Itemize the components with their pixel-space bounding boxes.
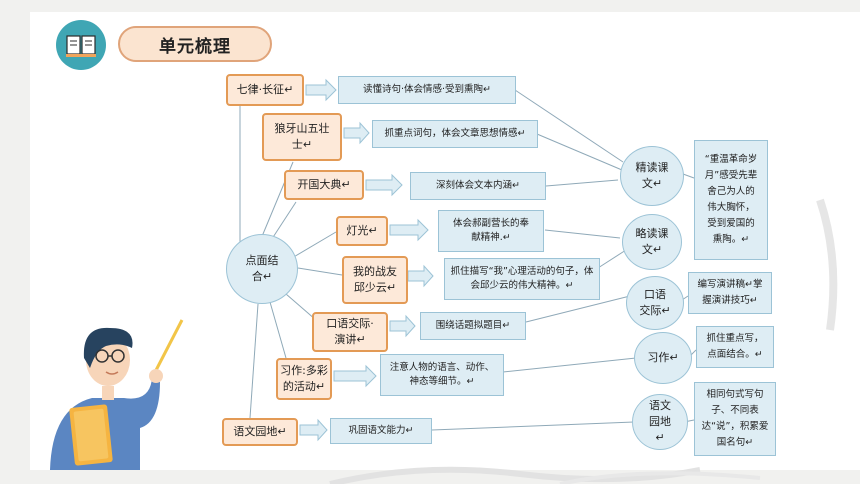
hub-dianmian-jiehe: 点面结合↵: [226, 234, 298, 304]
lesson-langyashan: 狼牙山五壮士↵: [262, 113, 342, 161]
logo-badge: [56, 20, 106, 70]
lesson-yuwen-yuandi: 语文园地↵: [222, 418, 298, 446]
detail-qilv-changzheng: 读懂诗句·体会情感·受到熏陶↵: [338, 76, 516, 104]
detail-xizuo: 注意人物的语言、动作、神态等细节。↵: [380, 354, 504, 396]
lesson-qilv-changzheng: 七律·长征↵: [226, 74, 304, 106]
detail-wode-zhanyou: 抓住描写“我”心理活动的句子，体会邱少云的伟大精神。↵: [444, 258, 600, 300]
category-luedu-kewen: 略读课文↵: [622, 214, 682, 270]
note-yuwen-yuandi: 相同句式写句子、不同表达“说”，积累爱国名句↵: [694, 382, 776, 456]
teacher-illustration: [50, 319, 184, 470]
detail-kaiguo-dadian: 深刻体会文本内涵↵: [410, 172, 546, 200]
note-kouyu-jiaoji: 编写演讲稿↵掌握演讲技巧↵: [688, 272, 772, 314]
detail-koyu-yanjiang: 围绕话题拟题目↵: [420, 312, 526, 340]
hollow-arrow-icon: [299, 78, 434, 442]
lesson-dengguang: 灯光↵: [336, 216, 388, 246]
detail-langyashan: 抓重点词句，体会文章思想情感↵: [372, 120, 538, 148]
category-xizuo: 习作↵: [634, 332, 692, 384]
category-jingdu-kewen: 精读课文↵: [620, 146, 684, 206]
lesson-koyu-yanjiang: 口语交际·演讲↵: [312, 312, 388, 352]
lesson-wode-zhanyou: 我的战友邱少云↵: [342, 256, 408, 304]
lesson-xizuo: 习作:多彩的活动↵: [276, 358, 332, 400]
category-kouyu-jiaoji: 口语交际↵: [626, 276, 684, 330]
note-xizuo: 抓住重点写，点面结合。↵: [696, 326, 774, 368]
category-yuwen-yuandi: 语文园地↵: [632, 394, 688, 450]
book-icon: [66, 35, 96, 57]
page-title: 单元梳理: [118, 26, 272, 62]
detail-yuwen-yuandi: 巩固语文能力↵: [330, 418, 432, 444]
lesson-kaiguo-dadian: 开国大典↵: [284, 170, 364, 200]
note-jingdu-kewen: “重温革命岁月”感受先辈舍己为人的伟大胸怀，受到爱国的熏陶。↵: [694, 140, 768, 260]
detail-dengguang: 体会郝副营长的奉献精神.↵: [438, 210, 544, 252]
